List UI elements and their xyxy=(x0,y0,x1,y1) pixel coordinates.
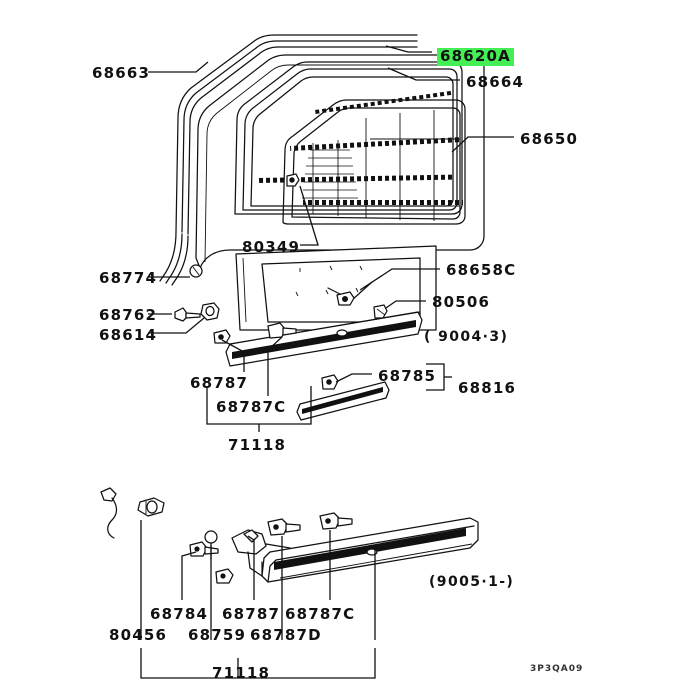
part-label-68663[interactable]: 68663 xyxy=(92,64,151,82)
tailgate-main-panel xyxy=(195,54,485,269)
part-label-68620a-highlighted[interactable]: 68620A xyxy=(437,48,514,66)
part-label-80506[interactable]: 80506 xyxy=(432,293,491,311)
grommet-68774-part xyxy=(189,264,203,278)
clip-68787c-lower-part xyxy=(319,512,353,530)
part-label-80349[interactable]: 80349 xyxy=(242,238,301,256)
nut-68614-part xyxy=(200,302,220,321)
group-bracket-68816 xyxy=(426,363,452,391)
part-label-68650[interactable]: 68650 xyxy=(520,130,579,148)
drawing-footer-code: 3P3QA09 xyxy=(530,664,584,674)
part-label-68787-upper[interactable]: 68787 xyxy=(190,374,249,392)
part-label-68787c-upper[interactable]: 68787C xyxy=(216,398,287,416)
leader-lines-lower xyxy=(140,520,376,640)
garnish-molding-lower-assembly xyxy=(261,517,479,583)
part-label-68785[interactable]: 68785 xyxy=(378,367,437,385)
clip-68787c-upper-part xyxy=(267,322,297,339)
part-label-68759[interactable]: 68759 xyxy=(188,626,247,644)
part-label-68658c[interactable]: 68658C xyxy=(446,261,517,279)
tailgate-weatherstrip-outline xyxy=(159,34,418,286)
clip-68787-upper-part xyxy=(213,329,231,344)
lower-assembly xyxy=(100,487,479,584)
garnish-molding-lower-68816 xyxy=(296,381,390,421)
frame-clip-strips xyxy=(257,90,463,205)
date-code-9005-1: (9005·1-) xyxy=(429,574,515,590)
group-bracket-71118-upper xyxy=(206,386,312,432)
stopper-80456-part xyxy=(100,487,165,539)
clip-68787-lower-part xyxy=(267,518,301,536)
clip-68784-part xyxy=(189,541,219,557)
part-label-68784[interactable]: 68784 xyxy=(150,605,209,623)
part-label-80456[interactable]: 80456 xyxy=(109,626,168,644)
part-label-68762[interactable]: 68762 xyxy=(99,306,158,324)
part-label-71118-lower[interactable]: 71118 xyxy=(212,664,271,682)
part-label-68787c-lower[interactable]: 68787C xyxy=(285,605,356,623)
part-label-68787d[interactable]: 68787D xyxy=(250,626,322,644)
screw-80506-part xyxy=(373,304,388,319)
part-label-68787-lower[interactable]: 68787 xyxy=(222,605,281,623)
clip-68785-part xyxy=(321,374,339,390)
part-label-68664[interactable]: 68664 xyxy=(466,73,525,91)
date-code-9004-3: ( 9004·3) xyxy=(424,329,509,345)
clip-lower-extra-part xyxy=(215,568,234,584)
part-label-68774[interactable]: 68774 xyxy=(99,269,158,287)
part-label-68614[interactable]: 68614 xyxy=(99,326,158,344)
bolt-68762-part xyxy=(174,307,201,322)
part-label-68816[interactable]: 68816 xyxy=(458,379,517,397)
bracket-68658c-part xyxy=(336,291,355,306)
part-label-71118-upper[interactable]: 71118 xyxy=(228,436,287,454)
group-bracket-71118-lower xyxy=(140,648,376,679)
clip-80349-part xyxy=(286,173,300,187)
leader-lines-upper xyxy=(148,45,514,396)
